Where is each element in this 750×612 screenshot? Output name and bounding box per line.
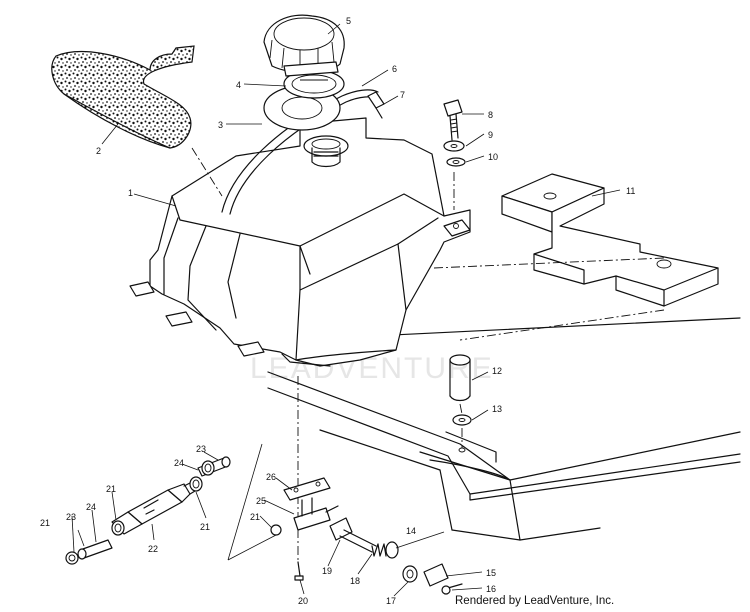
valve-oring	[402, 565, 418, 583]
callout-3: 3	[218, 120, 223, 130]
callout-16: 16	[486, 584, 496, 594]
assembly-lines	[191, 147, 665, 562]
callout-24-upper: 24	[174, 458, 184, 468]
knob-screw	[441, 583, 463, 595]
callout-11: 11	[626, 186, 635, 196]
callout-18: 18	[350, 576, 360, 586]
callout-5: 5	[346, 16, 351, 26]
frame-rails	[267, 317, 741, 541]
callout-10: 10	[488, 152, 498, 162]
callout-2: 2	[96, 146, 101, 156]
valve-bracket	[283, 477, 331, 501]
vent-valve	[367, 91, 385, 119]
callout-13: 13	[492, 404, 502, 414]
foam-pad	[51, 45, 195, 149]
fuel-hose-lower	[77, 539, 113, 560]
valve-spring	[371, 543, 387, 557]
callout-7: 7	[400, 90, 405, 100]
spacer-washer	[452, 414, 472, 426]
valve-washer	[385, 541, 399, 559]
fuel-cap	[263, 14, 345, 77]
callout-17: 17	[386, 596, 396, 606]
washer-upper	[443, 140, 465, 152]
fuel-valve	[293, 497, 339, 531]
callout-23-upper: 23	[196, 444, 206, 454]
callout-21-left: 21	[40, 518, 50, 528]
credit-text: Rendered by LeadVenture, Inc.	[455, 595, 615, 607]
valve-knob	[423, 563, 449, 587]
callout-19: 19	[322, 566, 332, 576]
callout-6: 6	[392, 64, 397, 74]
callout-22: 22	[148, 544, 158, 554]
callout-24-lower: 24	[86, 502, 96, 512]
callout-23-lower: 23	[66, 512, 76, 522]
washer-flat	[446, 157, 466, 167]
callout-21-right: 21	[200, 522, 210, 532]
hose-clamp-valve	[270, 524, 282, 536]
callout-21-valve: 21	[250, 512, 260, 522]
hose-clamp-right	[189, 476, 203, 492]
callout-15: 15	[486, 568, 496, 578]
valve-lever	[329, 517, 377, 553]
callout-14: 14	[406, 526, 416, 536]
callout-12: 12	[492, 366, 502, 376]
hose-clamp-left	[65, 551, 79, 565]
mount-bolt	[443, 99, 463, 141]
callout-25: 25	[256, 496, 266, 506]
callout-9: 9	[488, 130, 493, 140]
fuel-tank	[129, 117, 471, 367]
callout-1: 1	[128, 188, 133, 198]
callout-21-top: 21	[106, 484, 116, 494]
hose-clamp-upper	[201, 460, 215, 476]
callout-26: 26	[266, 472, 276, 482]
callout-20: 20	[298, 596, 308, 606]
fuel-filter	[111, 479, 201, 535]
callouts: 1 2 3 4 5 6 7 8 9 10 11 12 13 14 15 16 1…	[40, 16, 635, 606]
rubber-mount	[501, 173, 719, 307]
hose-clamp-lower	[111, 520, 125, 536]
callout-4: 4	[236, 80, 241, 90]
valve-screw	[294, 561, 304, 581]
callout-8: 8	[488, 110, 493, 120]
spacer-tube	[449, 354, 471, 402]
